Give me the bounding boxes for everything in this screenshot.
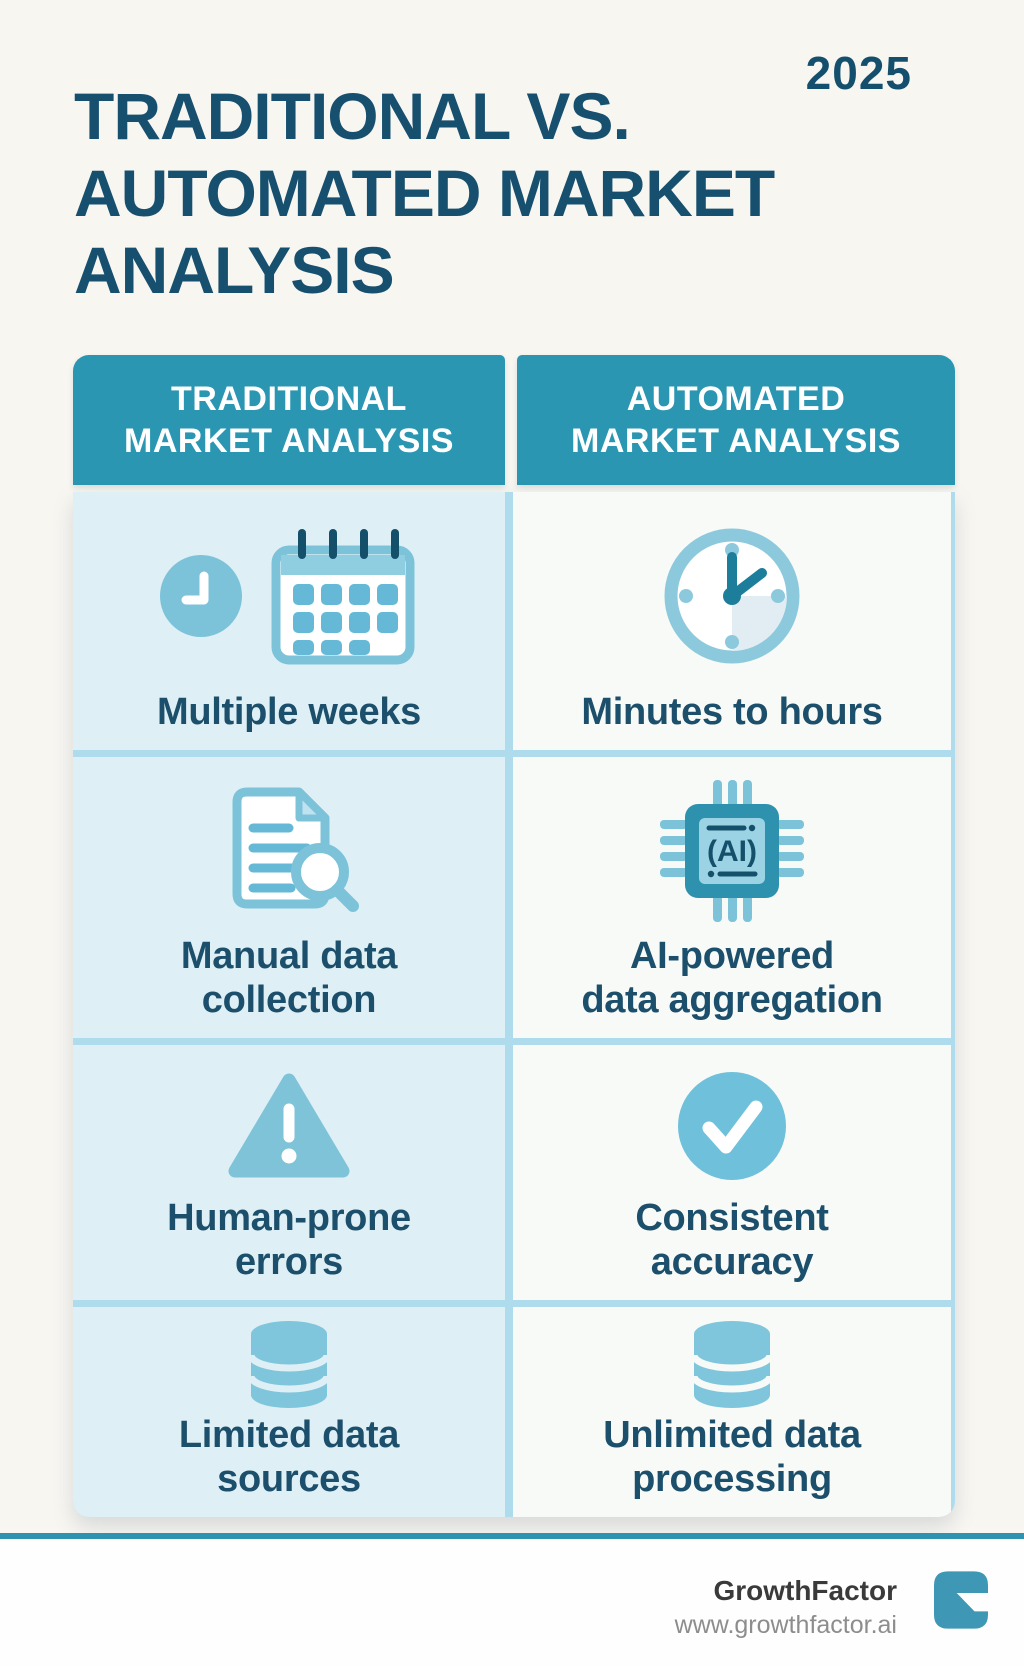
cell-label-line: Multiple weeks (157, 691, 421, 733)
cell-label-line: collection (201, 979, 377, 1021)
clock-icon (663, 527, 801, 665)
ai-chip-icon: (AI) (656, 775, 808, 927)
page-title: TRADITIONAL VS. AUTOMATED MARKET ANALYSI… (74, 78, 775, 309)
brand-name: GrowthFactor (713, 1575, 897, 1606)
comparison-table-body: Multiple weeks Minutes to (73, 492, 955, 1517)
cell-label-line: Consistent (635, 1197, 829, 1239)
cell-label: Limited data sources (178, 1413, 400, 1501)
cell-label: Consistent accuracy (635, 1196, 829, 1284)
cell-label-line: processing (632, 1458, 832, 1500)
cell-traditional-errors: Human-prone errors (73, 1045, 505, 1300)
calendar-icon (268, 526, 418, 666)
cell-automated-timeframe: Minutes to hours (513, 492, 951, 750)
page-title-line: ANALYSIS (74, 233, 395, 307)
cell-traditional-sources: Limited data sources (73, 1307, 505, 1517)
ai-chip-label: (AI) (707, 835, 757, 868)
brand-website-link[interactable]: www.growthfactor.ai (674, 1611, 897, 1639)
header-automated-line: MARKET ANALYSIS (571, 422, 901, 460)
database-icon (241, 1317, 337, 1413)
document-search-icon (217, 782, 362, 920)
page-title-line: AUTOMATED MARKET (74, 156, 775, 230)
header-traditional-line: TRADITIONAL (171, 380, 407, 418)
cell-label-line: Limited data (178, 1414, 400, 1456)
cell-label-line: Unlimited data (603, 1414, 861, 1456)
cell-label-line: sources (217, 1458, 361, 1500)
cell-label-line: data aggregation (581, 979, 883, 1021)
cell-label-line: Minutes to hours (581, 691, 883, 733)
cell-label-line: accuracy (650, 1241, 814, 1283)
icon-group-document (217, 757, 362, 934)
cell-label: Multiple weeks (157, 690, 421, 734)
cell-traditional-collection: Manual data collection (73, 757, 505, 1038)
page-title-line: TRADITIONAL VS. (74, 79, 631, 153)
cell-label: Minutes to hours (581, 690, 883, 734)
header-traditional: TRADITIONAL MARKET ANALYSIS (73, 355, 505, 485)
cell-traditional-timeframe: Multiple weeks (73, 492, 505, 750)
check-circle-icon (677, 1071, 787, 1181)
cell-label: Unlimited data processing (603, 1413, 861, 1501)
cell-label-line: errors (234, 1241, 344, 1283)
cell-automated-aggregation: (AI) AI-powered data aggregation (513, 757, 951, 1038)
footer-divider (0, 1533, 1024, 1539)
header-automated: AUTOMATED MARKET ANALYSIS (517, 355, 955, 485)
cell-label: AI-powered data aggregation (581, 934, 883, 1022)
cell-label: Manual data collection (180, 934, 398, 1022)
cell-label: Human-prone errors (167, 1196, 411, 1284)
cell-automated-processing: Unlimited data processing (513, 1307, 951, 1517)
header-traditional-line: MARKET ANALYSIS (124, 422, 454, 460)
cell-label-line: Human-prone (167, 1197, 411, 1239)
clock-small-icon (160, 555, 242, 637)
icon-group-database (241, 1307, 337, 1413)
header-automated-line: AUTOMATED (626, 380, 846, 418)
growthfactor-logo-icon (934, 1571, 988, 1629)
icon-group-chip: (AI) (656, 757, 808, 934)
icon-group-warning (228, 1045, 350, 1196)
cell-label-line: AI-powered (630, 935, 834, 977)
comparison-table-header: TRADITIONAL MARKET ANALYSIS AUTOMATED MA… (73, 355, 955, 485)
warning-triangle-icon (228, 1071, 350, 1181)
icon-group-clock (663, 492, 801, 690)
icon-group-database (684, 1307, 780, 1413)
cell-automated-accuracy: Consistent accuracy (513, 1045, 951, 1300)
year-badge: 2025 (805, 47, 912, 99)
footer: GrowthFactor www.growthfactor.ai (0, 1539, 1024, 1666)
icon-group-check (677, 1045, 787, 1196)
cell-label-line: Manual data (180, 935, 398, 977)
database-icon (684, 1317, 780, 1413)
icon-group-clock-calendar (160, 492, 418, 690)
